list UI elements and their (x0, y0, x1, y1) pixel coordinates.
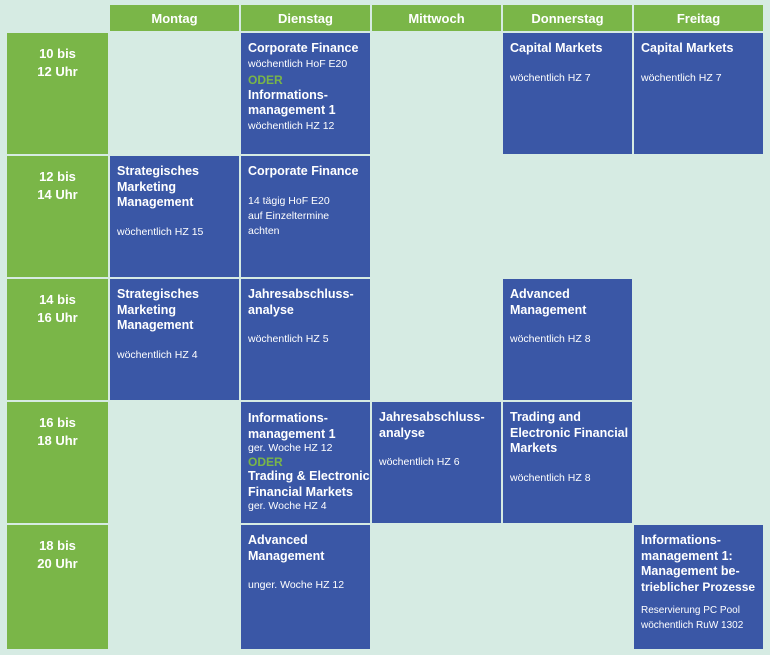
time-from: 12 bis (39, 169, 76, 184)
course-strategisches-marketing-mo-12[interactable]: Strategisches Marketing Management wöche… (110, 156, 239, 277)
course-room: wöchentlich HoF E20 (248, 57, 348, 70)
course-corporate-finance-di-12[interactable]: Corporate Finance 14 tägig HoF E20 auf E… (241, 156, 370, 277)
time-slot-12-14: 12 bis 14 Uhr (7, 156, 108, 277)
course-title: Management (117, 195, 194, 209)
header-donnerstag: Donnerstag (503, 5, 632, 31)
course-room: wöchentlich HZ 4 (117, 348, 198, 361)
course-title: management 1 (248, 426, 336, 441)
oder-label: ODER (248, 455, 283, 469)
course-room: wöchentlich HZ 6 (379, 456, 460, 468)
course-room: wöchentlich HZ 7 (510, 71, 591, 84)
course-advanced-management-di[interactable]: Advanced Management unger. Woche HZ 12 (241, 525, 370, 649)
course-title: Informations- (248, 411, 328, 425)
course-note: auf Einzeltermine (248, 209, 330, 222)
time-to: 20 Uhr (37, 556, 78, 571)
course-informationsmanagement-di-16[interactable]: Informations- management 1 ger. Woche HZ… (241, 402, 370, 523)
course-room: wöchentlich HZ 7 (641, 71, 722, 84)
course-jahresabschlussanalyse-di[interactable]: Jahresabschluss- analyse wöchentlich HZ … (241, 279, 370, 400)
course-title: Strategisches (117, 164, 199, 178)
header-freitag: Freitag (634, 5, 763, 31)
course-title: analyse (248, 302, 294, 317)
course-title: Advanced (510, 287, 570, 301)
time-slot-14-16: 14 bis 16 Uhr (7, 279, 108, 400)
course-room: wöchentlich HZ 8 (510, 333, 591, 345)
course-room: wöchentlich RuW 1302 (641, 620, 744, 631)
course-capital-markets-fr[interactable]: Capital Markets wöchentlich HZ 7 (634, 33, 763, 154)
course-note: Reservierung PC Pool (641, 605, 740, 616)
course-title: Management (248, 548, 325, 563)
bottom-strip (0, 649, 770, 655)
course-title: Capital Markets (641, 41, 734, 55)
time-slot-16-18: 16 bis 18 Uhr (7, 402, 108, 523)
course-advanced-management-do[interactable]: Advanced Management wöchentlich HZ 8 (503, 279, 632, 400)
header-montag: Montag (110, 5, 239, 31)
course-room: wöchentlich HZ 8 (510, 471, 591, 484)
course-trading-electronic-do[interactable]: Trading and Electronic Financial Markets… (503, 402, 632, 523)
time-from: 14 bis (39, 292, 76, 307)
course-title: Financial Markets (248, 484, 353, 499)
course-room: wöchentlich HZ 12 (248, 119, 335, 132)
course-title: Jahresabschluss- (379, 410, 485, 424)
course-title: Capital Markets (510, 41, 603, 55)
course-title: trieblicher Prozesse (641, 579, 756, 594)
course-jahresabschlussanalyse-mi[interactable]: Jahresabschluss- analyse wöchentlich HZ … (372, 402, 501, 523)
course-title: Management (510, 302, 587, 317)
time-to: 12 Uhr (37, 64, 78, 79)
course-title: Management be- (641, 564, 740, 578)
time-from: 16 bis (39, 415, 76, 430)
course-title: Jahresabschluss- (248, 287, 354, 301)
course-title: Management (117, 318, 194, 332)
course-title: Corporate Finance (248, 41, 359, 55)
course-title: Markets (510, 441, 558, 455)
course-title: analyse (379, 425, 425, 440)
time-from: 10 bis (39, 46, 76, 61)
course-title: Advanced (248, 533, 308, 547)
course-title: Marketing (117, 302, 177, 317)
time-to: 16 Uhr (37, 310, 78, 325)
course-room: unger. Woche HZ 12 (248, 579, 345, 591)
course-title: Corporate Finance (248, 164, 359, 178)
course-title: management 1: (641, 548, 733, 563)
time-to: 14 Uhr (37, 187, 78, 202)
oder-label: ODER (248, 72, 283, 87)
time-slot-18-20: 18 bis 20 Uhr (7, 525, 108, 649)
course-title: Electronic Financial (510, 425, 629, 440)
course-corporate-finance-di-10[interactable]: Corporate Finance wöchentlich HoF E20 OD… (241, 33, 370, 154)
time-from: 18 bis (39, 538, 76, 553)
course-title: Strategisches (117, 287, 199, 301)
header-mittwoch: Mittwoch (372, 5, 501, 31)
header-dienstag: Dienstag (241, 5, 370, 31)
course-title: Informations- (641, 533, 721, 547)
course-room: wöchentlich HZ 5 (248, 333, 329, 345)
course-note: achten (248, 224, 280, 237)
course-strategisches-marketing-mo-14[interactable]: Strategisches Marketing Management wöche… (110, 279, 239, 400)
course-room: 14 tägig HoF E20 (248, 194, 330, 207)
course-title: management 1 (248, 103, 336, 117)
course-title: Informations- (248, 87, 328, 102)
time-slot-10-12: 10 bis 12 Uhr (7, 33, 108, 154)
course-room: ger. Woche HZ 12 (248, 442, 333, 454)
course-room: ger. Woche HZ 4 (248, 500, 327, 512)
course-title: Trading & Electronic (248, 469, 370, 483)
course-capital-markets-do[interactable]: Capital Markets wöchentlich HZ 7 (503, 33, 632, 154)
course-title: Trading and (510, 410, 581, 424)
course-informationsmanagement-fr[interactable]: Informations- management 1: Management b… (634, 525, 763, 649)
time-to: 18 Uhr (37, 433, 78, 448)
course-title: Marketing (117, 179, 177, 194)
course-room: wöchentlich HZ 15 (117, 225, 204, 238)
